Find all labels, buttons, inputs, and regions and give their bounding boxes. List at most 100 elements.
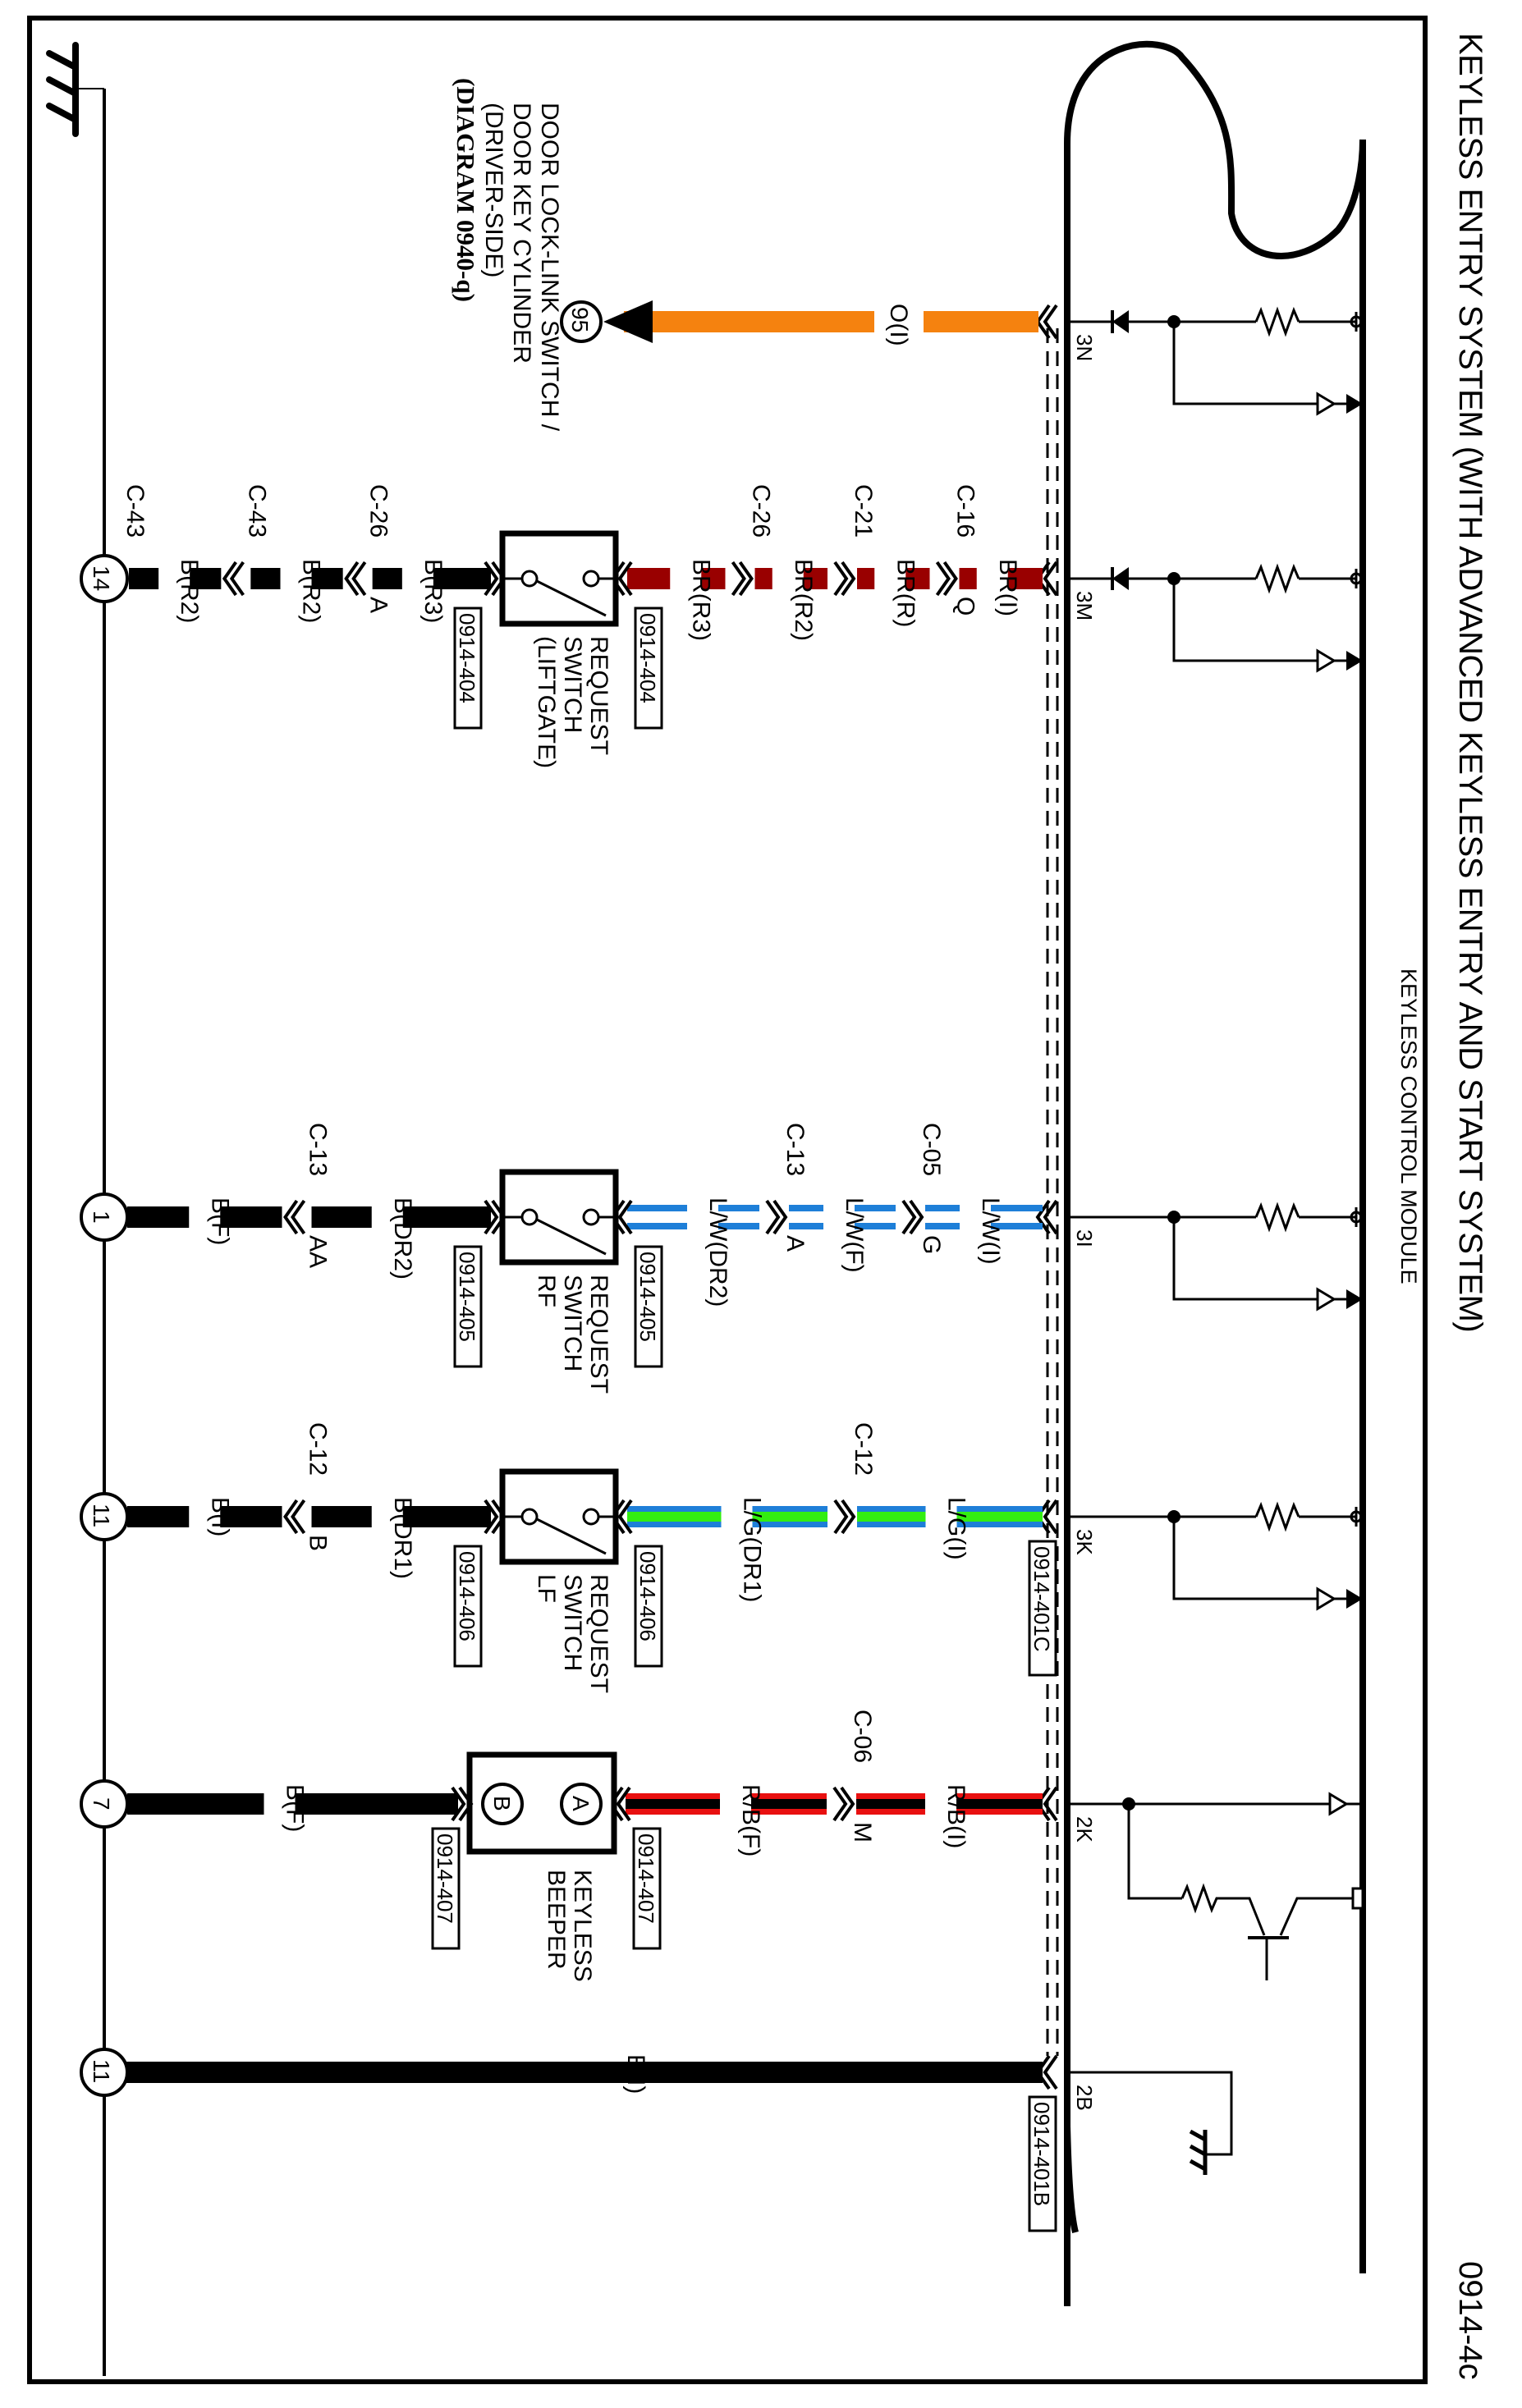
- label-gap: [960, 1204, 991, 1230]
- reference-description: (DRIVER-SIDE): [480, 103, 507, 277]
- label-gap: [687, 1204, 718, 1230]
- wire-label: L/W(DR2): [704, 1197, 731, 1307]
- connector-chevron-icon: [283, 1499, 306, 1535]
- input-trace: [1172, 322, 1359, 405]
- chevron-stroke: [484, 1499, 499, 1535]
- wire-label: R/B(F): [737, 1784, 764, 1856]
- circuit-row-3k: 3K0914-401CL/G(I)C-12L/G(DR1)REQUESTSWIT…: [80, 1422, 1363, 1693]
- inline-connector-pin: A: [365, 597, 392, 613]
- connector-id-box: [453, 1245, 483, 1368]
- wire-label: BR(R): [892, 559, 919, 627]
- connector-id-label: 0914-401B: [1028, 2095, 1057, 2232]
- inline-connector-id: C-43: [121, 484, 149, 538]
- connector-chevron-icon: [451, 1786, 474, 1822]
- chevron-stroke: [344, 561, 360, 597]
- wire-label: B(R2): [176, 559, 203, 623]
- wire-label: L/W(I): [977, 1197, 1004, 1265]
- splice-point: 11: [80, 2048, 129, 2097]
- inline-connector-id: C-43: [243, 484, 270, 538]
- connector-id-text: 0914-404: [455, 613, 479, 703]
- chevron-stroke: [283, 1499, 299, 1535]
- module-outline: [1064, 40, 1366, 2306]
- connector-id-box: [634, 1245, 663, 1368]
- component-name: REQUEST: [585, 1275, 612, 1394]
- connector-id-label: 0914-407: [431, 1827, 461, 1950]
- chevron-stroke: [833, 1499, 849, 1535]
- connector-id-label: 0914-404: [634, 607, 663, 730]
- splice-number: 14: [89, 565, 114, 591]
- component-name: LF: [533, 1574, 560, 1603]
- connector-chevron-icon: [484, 561, 507, 597]
- chevron-stroke: [1043, 2054, 1058, 2090]
- switch-lever-icon: [536, 1518, 607, 1555]
- connector-id-box: [1028, 2095, 1057, 2232]
- chevron-stroke: [1043, 1499, 1058, 1535]
- input-buffer-icon: [1316, 1586, 1336, 1611]
- connector-chevron-icon: [833, 561, 856, 597]
- inline-connector-id: C-06: [849, 1710, 876, 1763]
- chevron-stroke: [909, 1199, 924, 1235]
- inline-connector-id: C-16: [952, 484, 979, 538]
- chevron-stroke: [491, 1499, 507, 1535]
- chevron-stroke: [291, 1499, 306, 1535]
- wire-label: B(F): [282, 1784, 309, 1832]
- wire-label: BR(I): [994, 559, 1021, 616]
- terminal-a-circle: [560, 1783, 603, 1825]
- connector-id-text: 0914-405: [635, 1252, 660, 1342]
- inline-connector-id: C-26: [748, 484, 775, 538]
- module-name: KEYLESS CONTROL MODULE: [1396, 968, 1421, 1284]
- splice-number: 7: [89, 1797, 114, 1811]
- label-gap: [670, 565, 702, 592]
- chevron-stroke: [491, 561, 507, 597]
- switch-contact: [520, 1208, 539, 1226]
- chevron-stroke: [841, 1499, 856, 1535]
- connector-id-box: [431, 1827, 461, 1950]
- internal-ground-circuit: [1067, 2071, 1233, 2175]
- connector-id-text: 0914-407: [634, 1833, 658, 1924]
- chevron-stroke: [617, 561, 633, 597]
- label-gap: [371, 1204, 403, 1230]
- label-gap: [189, 1504, 221, 1530]
- ground-icon-tick: [1189, 2144, 1207, 2157]
- connector-id-label: 0914-406: [634, 1545, 663, 1668]
- label-gap: [772, 565, 804, 592]
- chevron-stroke: [1043, 1786, 1058, 1822]
- chevron-stroke: [617, 1499, 633, 1535]
- module-pin-label: 3M: [1072, 591, 1097, 620]
- wire-label: B(I): [206, 1497, 233, 1536]
- splice-circle: [80, 1193, 129, 1242]
- connector-id-box: [632, 1827, 662, 1950]
- connector-id-label: 0914-405: [634, 1245, 663, 1368]
- ground-icon-tick: [1189, 2129, 1207, 2142]
- chevron-stroke: [841, 561, 856, 597]
- splice-circle: [80, 1492, 129, 1541]
- signal-arrow-icon: [1346, 394, 1363, 414]
- splice-point: 1: [80, 1193, 129, 1242]
- wire-label: B(DR2): [389, 1197, 416, 1280]
- inline-connector-id: C-12: [850, 1422, 877, 1476]
- label-gap: [720, 1791, 751, 1817]
- chevron-stroke: [222, 561, 237, 597]
- connector-chevron-icon: [833, 1499, 856, 1535]
- chevron-stroke: [451, 1786, 466, 1822]
- supply-terminal-icon: [1351, 1887, 1364, 1910]
- terminal-a-label: A: [568, 1796, 594, 1811]
- wire-label: BR(R2): [790, 559, 817, 641]
- switch-contact: [582, 1508, 600, 1526]
- component-name: REQUEST: [585, 636, 612, 755]
- chevron-stroke: [484, 1199, 499, 1235]
- connector-id-box: [634, 607, 663, 730]
- connector-chevron-icon: [765, 1199, 788, 1235]
- reference-description: DOOR KEY CYLINDER: [508, 103, 535, 364]
- inline-connector-pin: B: [305, 1535, 332, 1551]
- chevron-stroke: [840, 1786, 855, 1822]
- chevron-stroke: [772, 1199, 788, 1235]
- connector-id-text: 0914-406: [635, 1551, 660, 1641]
- chevron-stroke: [616, 1786, 631, 1822]
- label-gap: [189, 1204, 221, 1230]
- connector-chevron-icon: [484, 1499, 507, 1535]
- wire-label: B(R3): [419, 559, 447, 623]
- splice-number: 1: [89, 1211, 114, 1224]
